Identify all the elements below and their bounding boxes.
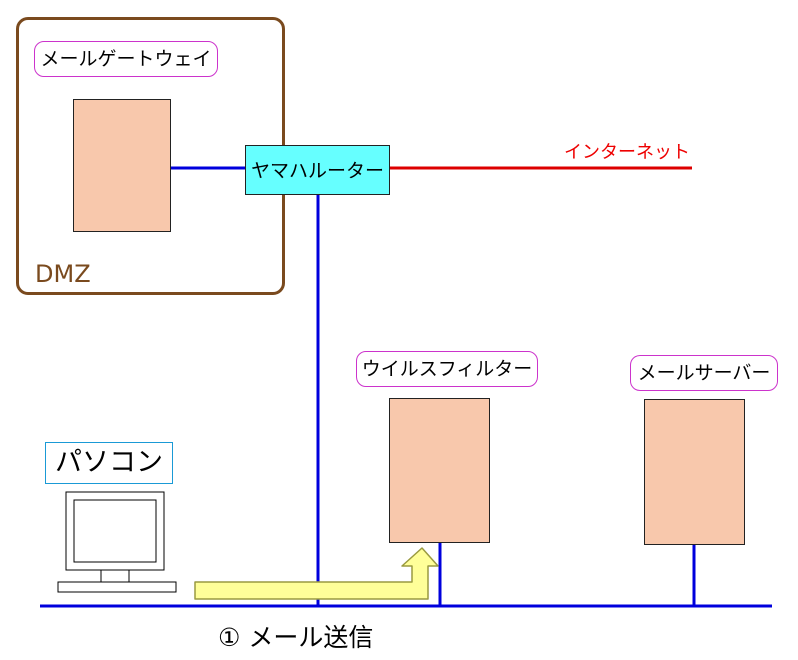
mail-gateway-server [73, 99, 171, 232]
mail-gateway-label: メールゲートウェイ [34, 41, 218, 77]
internet-label: インターネット [564, 142, 690, 163]
router: ヤマハルーター [245, 145, 390, 195]
virus-filter-label: ウイルスフィルター [356, 351, 538, 387]
send-arrow-icon [194, 547, 439, 600]
mail-server-label: メールサーバー [630, 355, 778, 391]
dmz-label: DMZ [35, 260, 91, 288]
virus-filter-server [389, 398, 490, 543]
computer-icon [57, 491, 177, 593]
step-caption: ① メール送信 [218, 623, 374, 652]
pc-label: パソコン [45, 442, 173, 484]
mail-server [644, 399, 745, 545]
